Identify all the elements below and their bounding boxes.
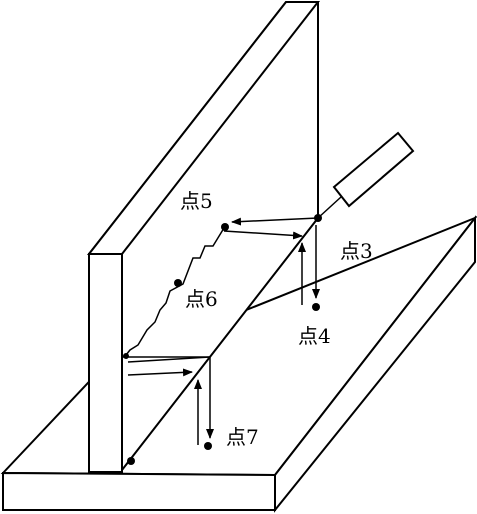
arrow-to-point3 [223,230,303,240]
line-return [127,356,211,363]
point-5-dot [221,223,229,231]
point-6-label: 点6 [185,287,218,311]
weld-seam [121,217,319,471]
point-6-dot [174,279,182,287]
point-7-label: 点7 [226,425,259,449]
point-4-label: 点4 [298,324,331,348]
start-point-dot [127,457,135,465]
welding-torch [317,131,415,219]
point-3-label: 点3 [340,239,373,263]
torch-tip [317,196,342,219]
point-3-dot [314,214,322,222]
point-7-dot [204,442,212,450]
base-plate-side [274,215,476,513]
arrow-to-point5 [231,217,319,226]
vertical-plate [86,1,321,473]
arrow-along-plate [127,368,193,377]
point-4-dot [312,303,320,311]
vertical-plate-front [88,253,123,473]
weld-path-zigzag [125,227,225,356]
torch-handle [332,131,415,208]
point-5-label: 点5 [180,189,213,213]
corner-point-dot [123,353,129,359]
base-plate-front [2,471,276,511]
